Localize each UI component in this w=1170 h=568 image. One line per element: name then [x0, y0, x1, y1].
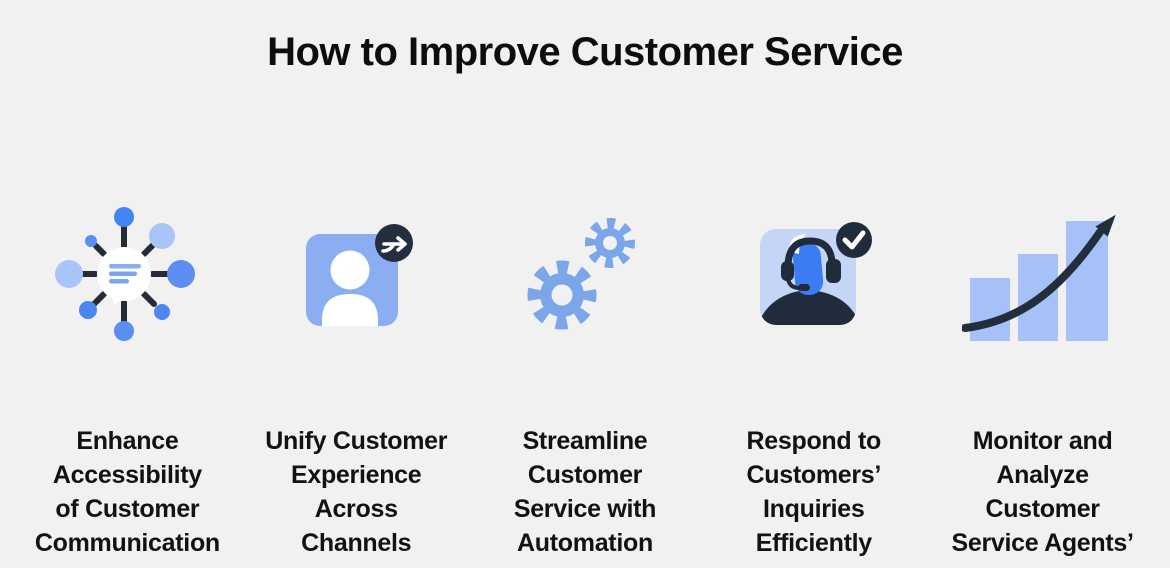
column-label: Streamline Customer Service with Automat… — [513, 427, 657, 557]
communication-hub-icon — [52, 190, 202, 358]
infographic-columns: Enhance Accessibility of Customer Commun… — [0, 190, 1170, 560]
column-streamline-automation: Streamline Customer Service with Automat… — [471, 190, 700, 560]
column-label: Respond to Customers’ Inquiries Efficien… — [746, 427, 882, 557]
growth-chart-icon — [961, 190, 1124, 358]
column-enhance-accessibility: Enhance Accessibility of Customer Commun… — [13, 190, 242, 560]
column-label: Unify Customer Experience Across Channel… — [265, 427, 448, 557]
checkmark-badge-icon — [835, 221, 872, 258]
growth-arrow-icon — [961, 214, 1116, 332]
support-agent-check-icon — [744, 190, 884, 358]
column-monitor-analyze: Monitor and Analyze Customer Service Age… — [928, 190, 1157, 560]
column-respond-inquiries: Respond to Customers’ Inquiries Efficien… — [699, 190, 928, 560]
page-title: How to Improve Customer Service — [267, 30, 903, 74]
column-label: Monitor and Analyze Customer Service Age… — [951, 427, 1134, 557]
column-label: Enhance Accessibility of Customer Commun… — [34, 427, 220, 557]
speech-bubble-icon — [97, 246, 152, 305]
contact-card-arrow-icon — [286, 190, 426, 358]
merge-arrow-badge-icon — [375, 224, 414, 262]
large-gear-icon — [527, 260, 597, 330]
small-gear-icon — [585, 218, 636, 268]
gears-icon — [512, 190, 657, 358]
column-unify-experience: Unify Customer Experience Across Channel… — [242, 190, 471, 560]
